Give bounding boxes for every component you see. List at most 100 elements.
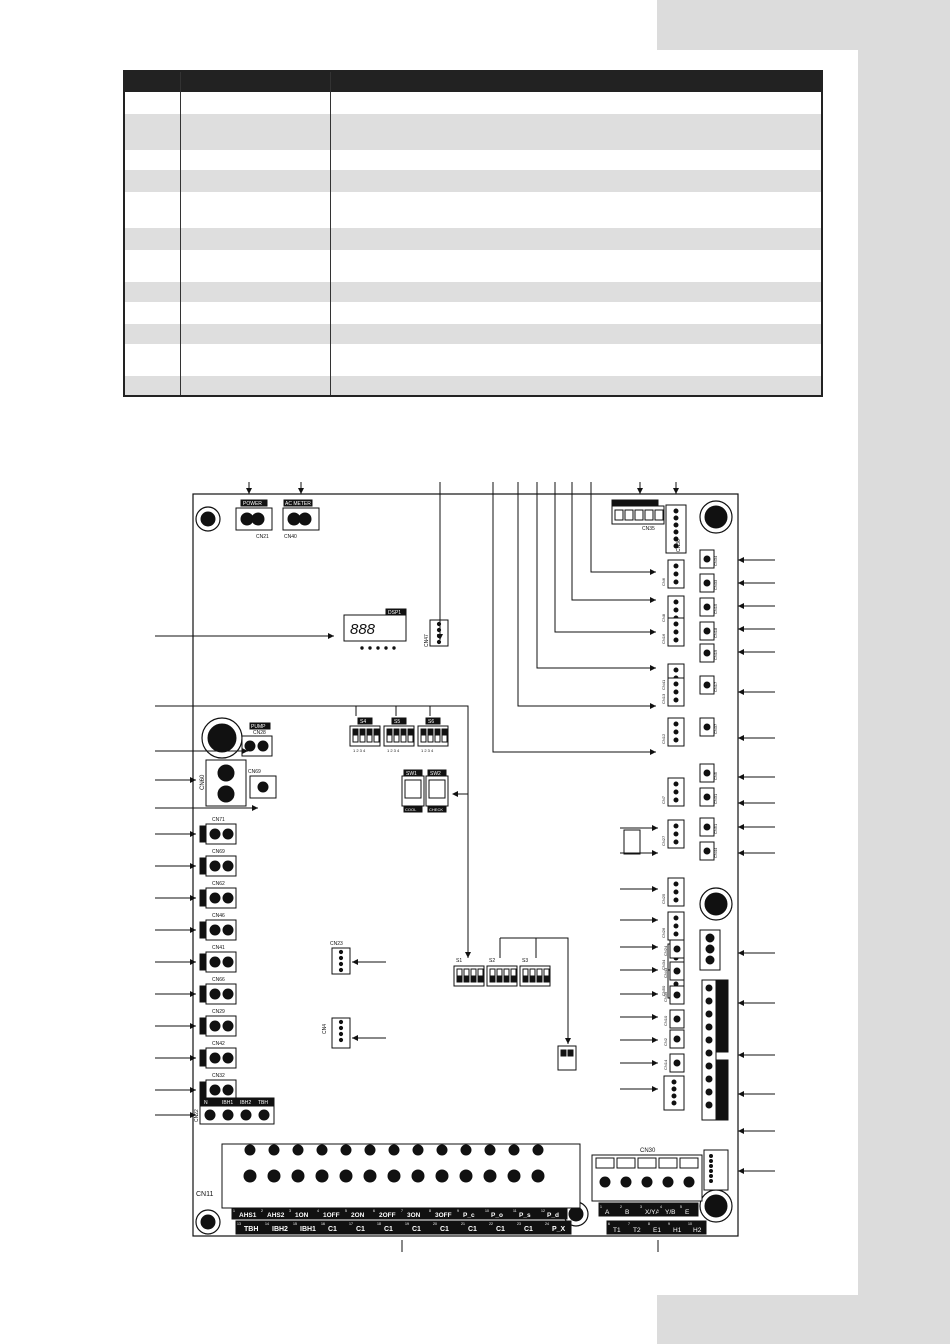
right-connector-b-label: CN5 bbox=[713, 771, 718, 780]
pump-label-box bbox=[249, 722, 271, 730]
left-connector-pin bbox=[209, 924, 221, 936]
right-connector-b-label: CN44 bbox=[713, 847, 718, 858]
terminal-number: 14 bbox=[265, 1222, 269, 1226]
right-small-connector-label: CN43 bbox=[663, 967, 668, 978]
cn60-pin bbox=[217, 785, 235, 803]
page-edge-side-bar bbox=[858, 50, 950, 1295]
spec-table-cell bbox=[124, 376, 181, 396]
right-connector-a-pin bbox=[673, 923, 679, 929]
terminal-label: C1 bbox=[496, 1226, 505, 1233]
ac-meter-label: AC METER bbox=[285, 501, 311, 507]
terminal-number: 6 bbox=[373, 1209, 375, 1213]
callout-arrow bbox=[328, 633, 334, 639]
cn22-label: CN22 bbox=[194, 1109, 200, 1122]
terminal-number: 16 bbox=[321, 1222, 325, 1226]
terminal-top-cell bbox=[539, 1207, 568, 1220]
terminal-label: 2ON bbox=[351, 1212, 365, 1219]
cn30-number: 2 bbox=[620, 1205, 622, 1209]
sw-label: SW2 bbox=[430, 771, 441, 777]
cn4-pin bbox=[338, 1037, 344, 1043]
spec-table-cell bbox=[330, 344, 822, 376]
cn36-pin bbox=[673, 536, 679, 542]
terminal-label: 1OFF bbox=[323, 1212, 340, 1219]
right-connector-a-pin bbox=[673, 789, 679, 795]
right-terminal-pin bbox=[705, 1075, 713, 1083]
left-connector-pin bbox=[209, 892, 221, 904]
left-connector-label: CN71 bbox=[212, 817, 225, 823]
left-connector-pin bbox=[222, 956, 234, 968]
terminal-number: 18 bbox=[377, 1222, 381, 1226]
terminal-number: 5 bbox=[345, 1209, 347, 1213]
cn36-label: CN36 bbox=[676, 539, 682, 552]
dip-lower-label: S1 bbox=[456, 958, 462, 964]
lower-right-pin bbox=[671, 1093, 677, 1099]
dip-lower-label: S2 bbox=[489, 958, 495, 964]
cn17-pin bbox=[705, 944, 715, 954]
dip-switch-knob bbox=[420, 728, 427, 736]
dip-lower-label: S3 bbox=[522, 958, 528, 964]
callout-path bbox=[500, 937, 569, 1044]
sw-caption-box bbox=[427, 805, 447, 813]
right-connector-b-pin bbox=[703, 555, 711, 563]
callout-arrow bbox=[190, 959, 196, 965]
right-small-connector-pin bbox=[673, 967, 681, 975]
right-connector-a-pin bbox=[673, 579, 679, 585]
right-connector-a-label: CN34 bbox=[661, 959, 666, 970]
terminal-screw bbox=[363, 1169, 377, 1183]
spec-table-cell bbox=[124, 302, 181, 324]
callout-arrow bbox=[738, 735, 744, 741]
terminal-label: P_s bbox=[519, 1212, 531, 1219]
terminal-number: 3 bbox=[289, 1209, 291, 1213]
right-connector-a-pin bbox=[673, 781, 679, 787]
callout-arrow bbox=[673, 488, 679, 494]
spec-table-cell bbox=[180, 302, 331, 324]
right-terminal-pin bbox=[705, 984, 713, 992]
right-terminal-pin bbox=[705, 1010, 713, 1018]
left-connector-pin bbox=[209, 1020, 221, 1032]
terminal-number: 4 bbox=[317, 1209, 319, 1213]
right-connector-b-label: CN37 bbox=[713, 723, 718, 734]
cn60-label: CN60 bbox=[200, 774, 206, 790]
right-connector-a-pin bbox=[673, 563, 679, 569]
terminal-number: 9 bbox=[457, 1209, 459, 1213]
terminal-screw bbox=[532, 1144, 544, 1156]
right-terminal-pin bbox=[705, 1036, 713, 1044]
right-small-connector-label: CN14 bbox=[663, 1059, 668, 1070]
callout-arrow bbox=[738, 580, 744, 586]
terminal-screw bbox=[531, 1169, 545, 1183]
terminal-label: P_o bbox=[491, 1212, 503, 1219]
callout-arrow bbox=[652, 991, 658, 997]
cn30-top-cell bbox=[658, 1202, 679, 1217]
cn30-term-label: H1 bbox=[673, 1227, 682, 1234]
left-connector-pin bbox=[209, 988, 221, 1000]
pump-label: PUMP bbox=[251, 724, 266, 730]
callout-path bbox=[517, 482, 656, 707]
right-connector-a-label: CN7 bbox=[661, 795, 666, 804]
cn11-label: CN11 bbox=[196, 1191, 213, 1198]
dip-switch-knob bbox=[427, 728, 434, 736]
cn30-top-cell bbox=[618, 1202, 639, 1217]
cn36-pin bbox=[673, 529, 679, 535]
callout-arrow bbox=[652, 1014, 658, 1020]
callout-arrow bbox=[652, 944, 658, 950]
page-edge-tab-bottom bbox=[657, 1295, 950, 1344]
right-connector-a-pin bbox=[673, 697, 679, 703]
terminal-number: 15 bbox=[293, 1222, 297, 1226]
right-connector-b-pin bbox=[703, 723, 711, 731]
mounting-hole-inner bbox=[200, 1214, 216, 1230]
cn30-bottom-cell bbox=[646, 1220, 667, 1235]
cn35-pin bbox=[614, 509, 624, 521]
right-connector-a-pin bbox=[673, 629, 679, 635]
cn30-pin bbox=[595, 1157, 615, 1169]
dsp1-pin bbox=[360, 646, 364, 650]
callout-arrow bbox=[652, 1060, 658, 1066]
right-connector-a-label: CN41 bbox=[661, 679, 666, 690]
mounting-hole-inner bbox=[704, 1194, 728, 1218]
dip-lower-knob bbox=[522, 975, 529, 983]
callout-arrow bbox=[650, 749, 656, 755]
dip-switch-knob bbox=[386, 728, 393, 736]
spec-table-cell bbox=[330, 376, 822, 396]
mounting-hole-inner bbox=[200, 511, 216, 527]
callout-path bbox=[155, 705, 469, 958]
terminal-screw bbox=[316, 1144, 328, 1156]
